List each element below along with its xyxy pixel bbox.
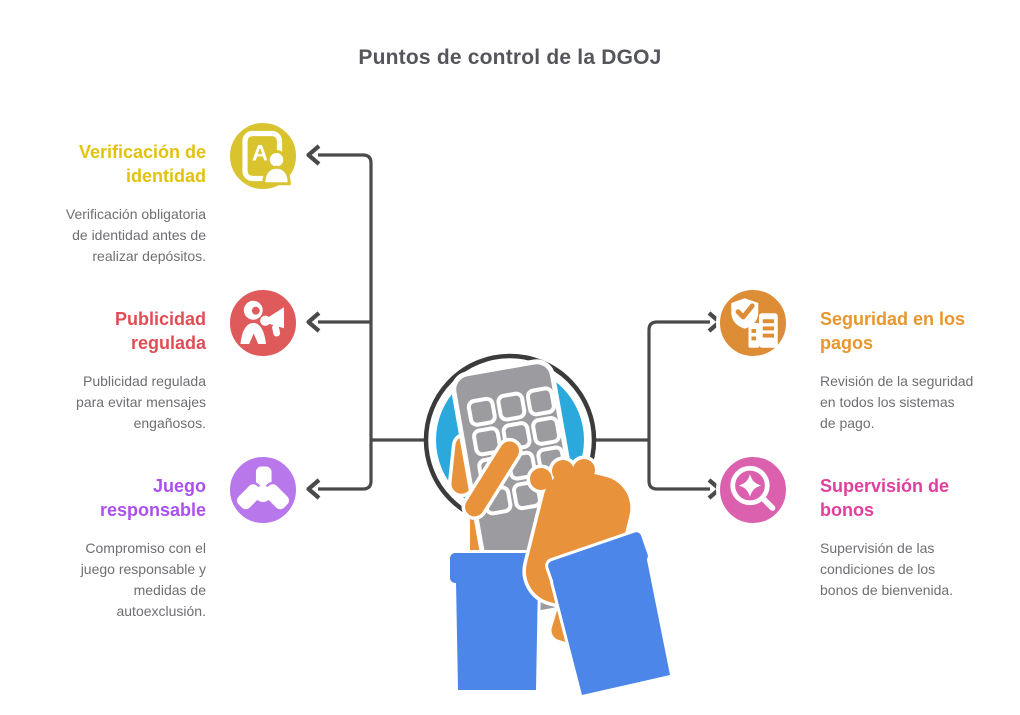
- hands-together-icon: [234, 464, 292, 512]
- right-sleeve: [547, 531, 670, 695]
- item-title-juego-responsable: Juego responsable: [99, 476, 206, 520]
- megaphone-person-icon: [240, 300, 284, 344]
- item-desc-publicidad-regulada: Publicidad regulada para evitar mensajes…: [76, 373, 206, 431]
- item-title-verificacion-identidad: Verificación de identidad: [78, 142, 206, 186]
- item-desc-supervision-bonos: Supervisión de las condiciones de los bo…: [820, 540, 954, 598]
- hands-holding-phone-illustration: [423, 353, 690, 715]
- item-desc-seguridad-pagos: Revisión de la seguridad en todos los si…: [820, 373, 974, 431]
- magnifier-sparkle-icon: [730, 465, 776, 511]
- arrow-left-2-icon: [306, 311, 321, 333]
- arrow-left-3-icon: [306, 478, 321, 500]
- item-desc-verificacion-identidad: Verificación obligatoria de identidad an…: [65, 206, 206, 264]
- svg-text:A: A: [252, 141, 268, 166]
- right-branch-lines: [594, 320, 710, 491]
- responsible-gaming-badge: [226, 453, 300, 527]
- identity-verification-badge: A: [226, 119, 300, 193]
- id-card-user-icon: A: [242, 130, 291, 186]
- arrow-left-1-icon: [306, 144, 321, 166]
- item-title-supervision-bonos: Supervisión de bonos: [820, 476, 950, 520]
- bonus-supervision-badge: [716, 453, 790, 527]
- regulated-advertising-badge: [226, 286, 300, 360]
- item-title-publicidad-regulada: Publicidad regulada: [114, 309, 206, 353]
- page-title: Puntos de control de la DGOJ: [358, 46, 662, 69]
- payment-security-badge: [716, 286, 790, 360]
- shield-check-invoice-icon: [731, 298, 778, 348]
- item-desc-juego-responsable: Compromiso con el juego responsable y me…: [80, 540, 206, 619]
- item-title-seguridad-pagos: Seguridad en los pagos: [820, 309, 966, 353]
- left-branch-lines: [318, 153, 425, 491]
